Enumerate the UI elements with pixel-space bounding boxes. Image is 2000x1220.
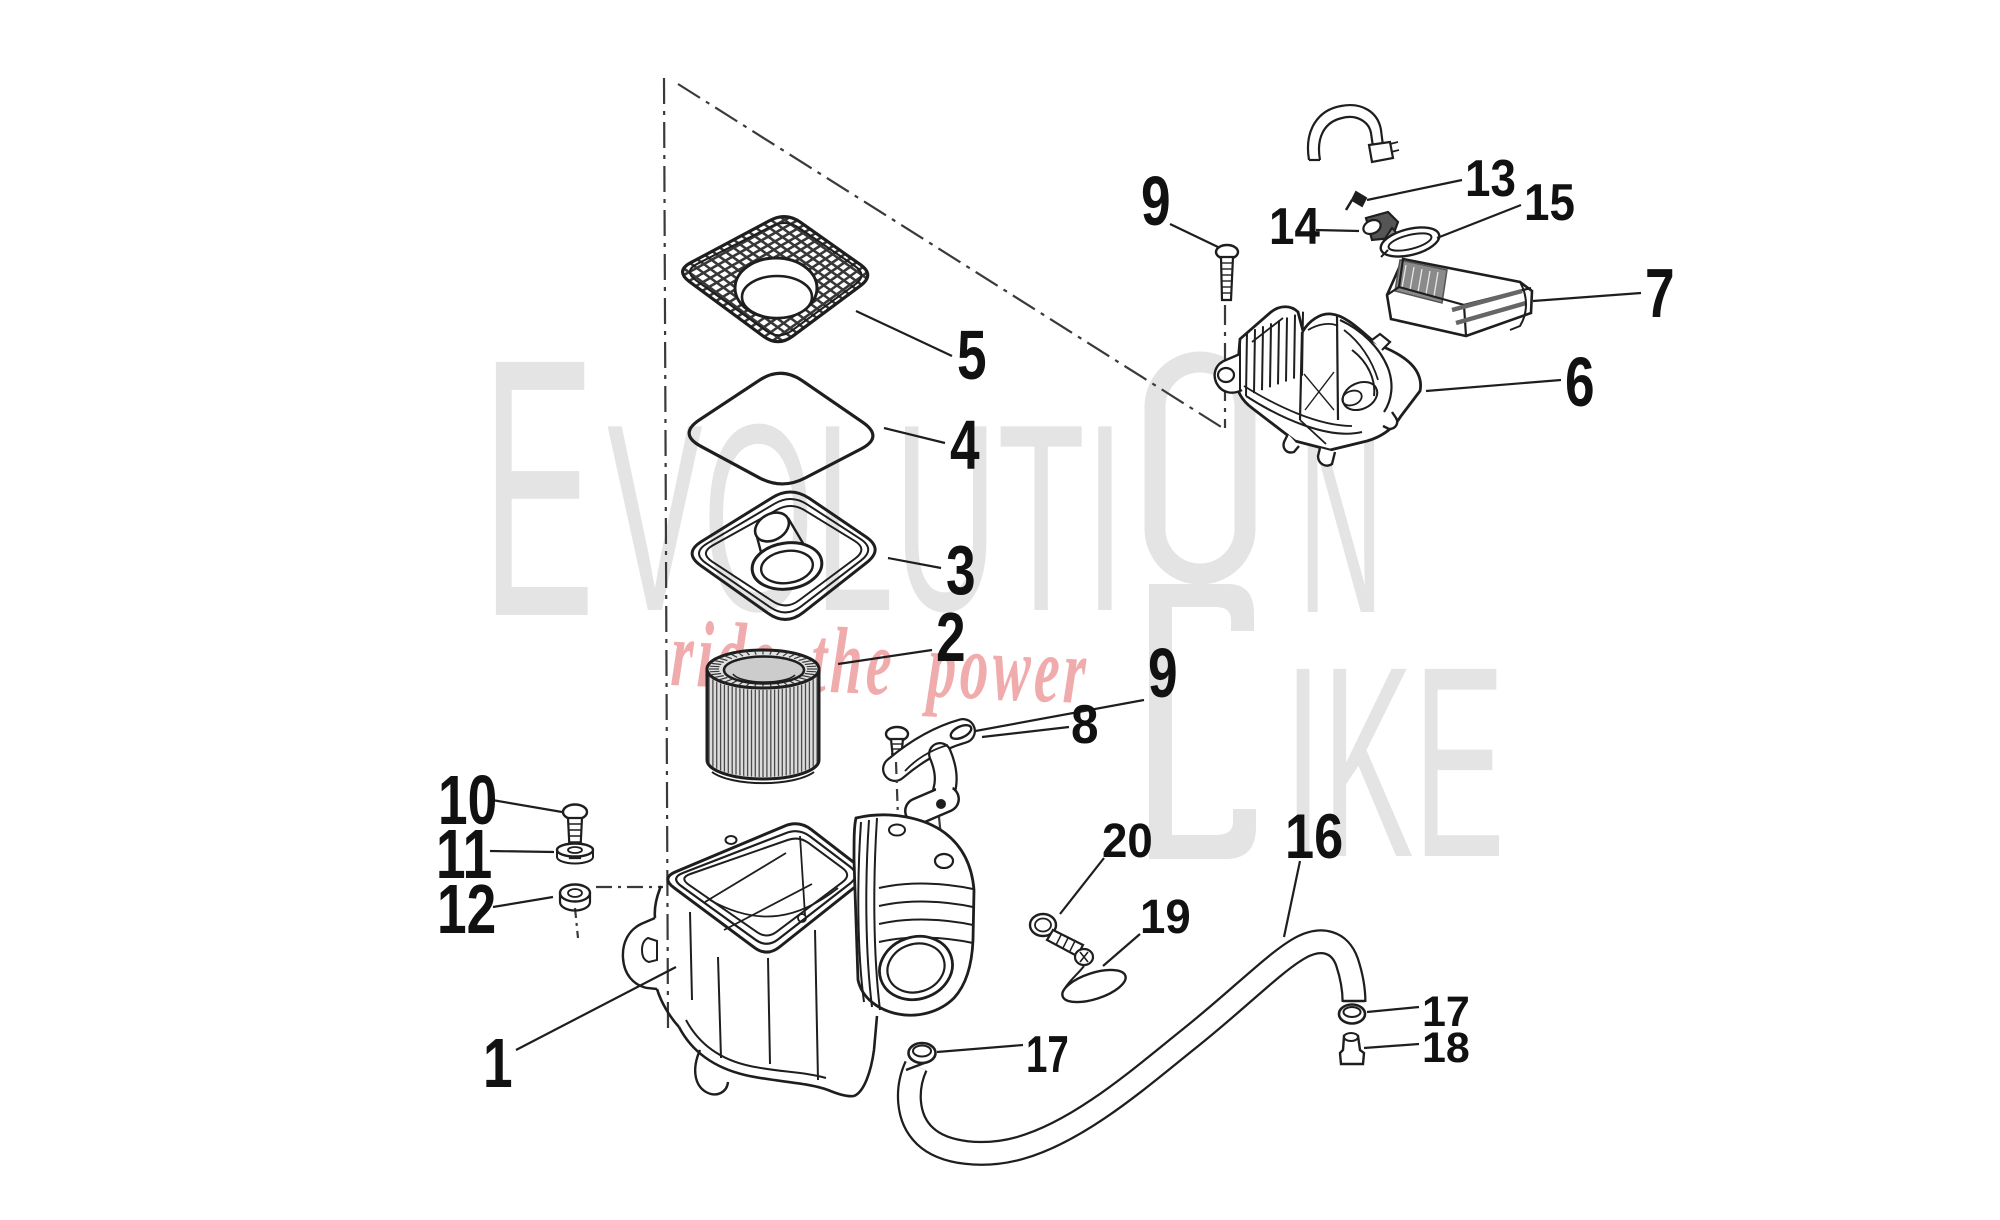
svg-text:8: 8 (1071, 695, 1099, 756)
svg-text:7: 7 (1645, 255, 1675, 333)
svg-text:20: 20 (1102, 814, 1153, 867)
svg-text:19: 19 (1140, 890, 1191, 943)
svg-text:IKE: IKE (1284, 610, 1505, 914)
svg-text:14: 14 (1269, 198, 1320, 255)
svg-text:4: 4 (950, 407, 980, 485)
svg-text:12: 12 (437, 871, 496, 949)
svg-text:11: 11 (436, 816, 492, 894)
svg-text:1: 1 (483, 1025, 513, 1103)
svg-text:9: 9 (1141, 163, 1171, 241)
svg-text:13: 13 (1465, 150, 1516, 207)
svg-text:VOLUTI: VOLUTI (607, 370, 1125, 668)
svg-text:17: 17 (1422, 988, 1470, 1036)
svg-text:2: 2 (936, 599, 966, 677)
svg-text:6: 6 (1565, 344, 1595, 422)
svg-text:E: E (482, 282, 595, 693)
svg-text:15: 15 (1524, 174, 1575, 231)
svg-text:17: 17 (1026, 1025, 1069, 1083)
svg-text:10: 10 (438, 762, 497, 840)
svg-text:16: 16 (1285, 803, 1343, 873)
svg-text:9: 9 (1148, 635, 1178, 713)
svg-text:18: 18 (1422, 1024, 1470, 1072)
svg-text:5: 5 (957, 317, 987, 395)
svg-text:3: 3 (946, 532, 976, 610)
